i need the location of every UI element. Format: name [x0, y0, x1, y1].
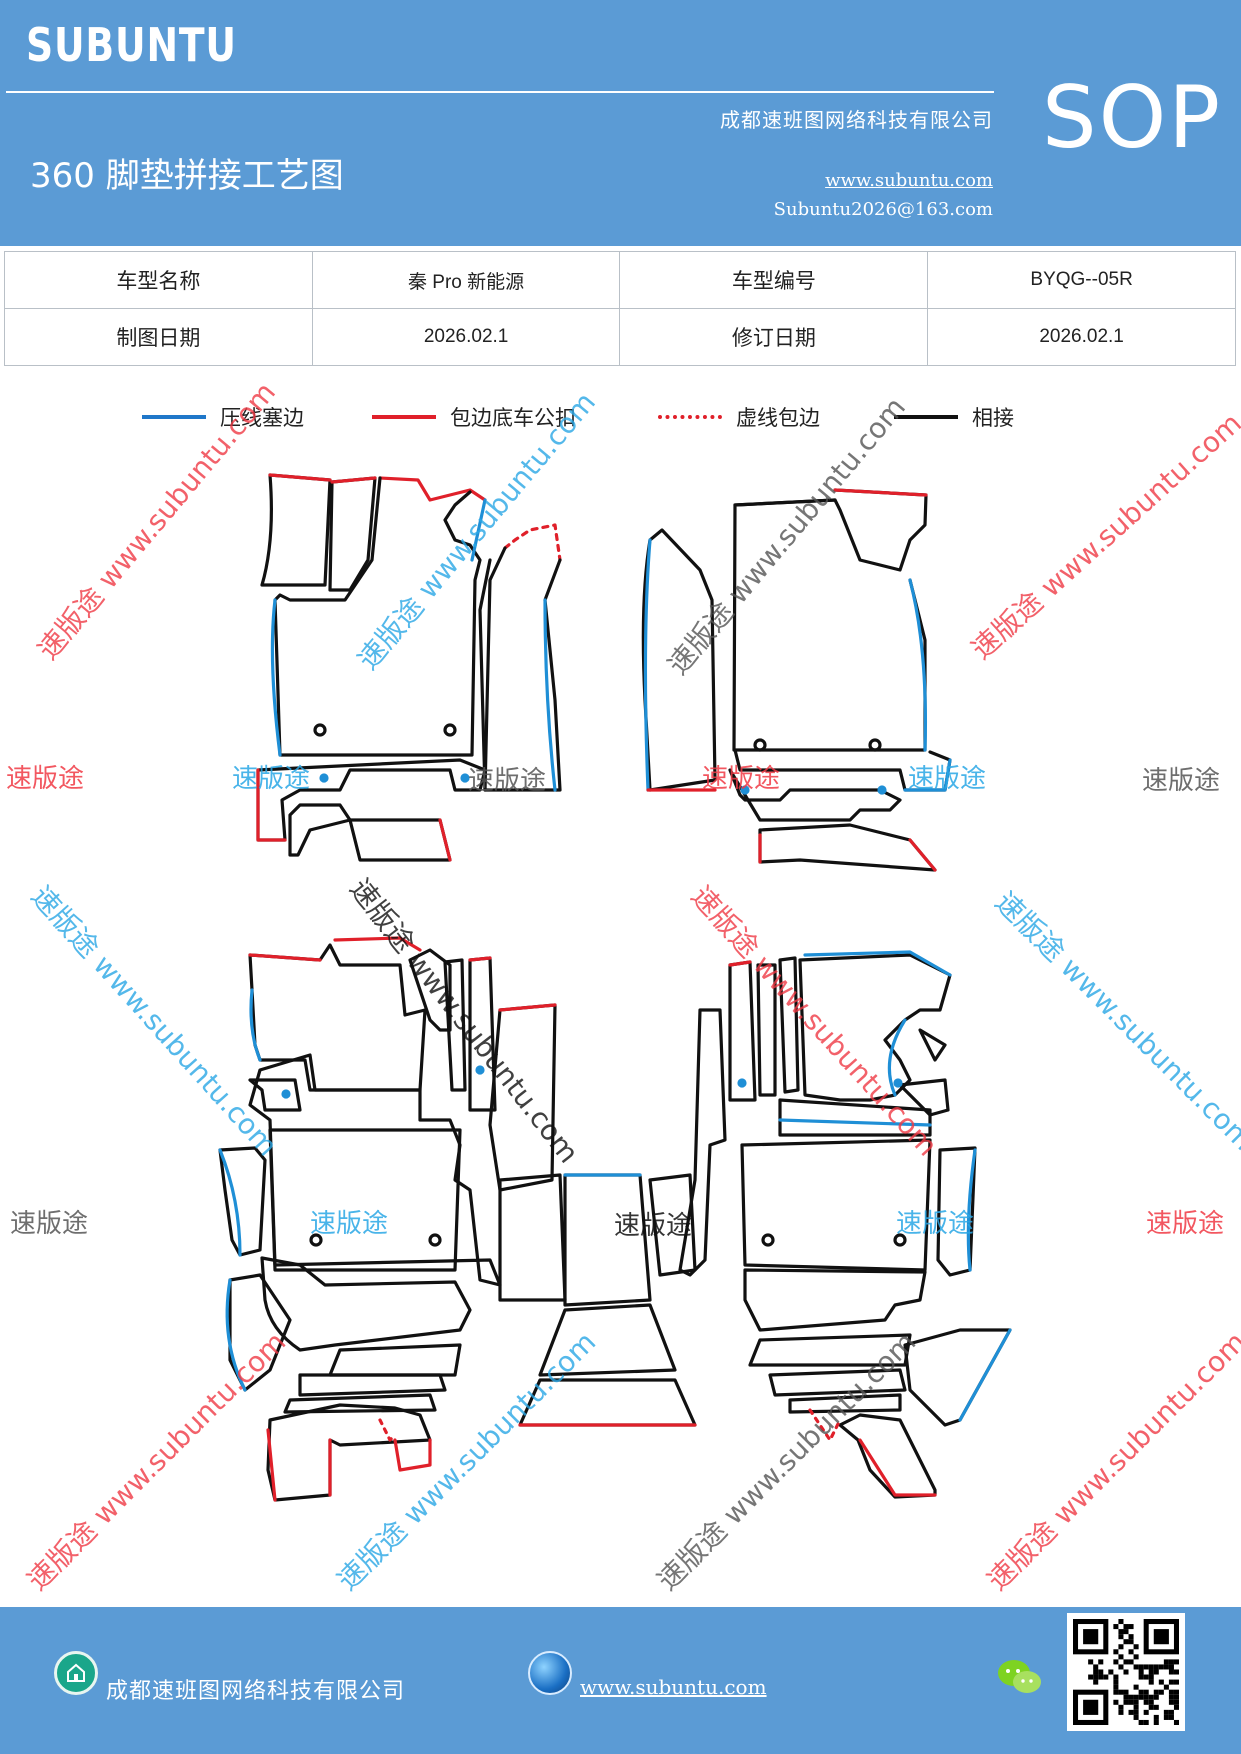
home-icon-glyph: [67, 1663, 85, 1682]
company-name: 成都速班图网络科技有限公司: [720, 108, 993, 132]
vehicle-info-table: 车型名称 秦 Pro 新能源 车型编号 BYQG--05R 制图日期 2026.…: [4, 251, 1236, 366]
legend-label: 相接: [972, 406, 1014, 430]
value-cell: 秦 Pro 新能源: [311, 251, 621, 309]
legend-swatch-blue: [142, 415, 206, 419]
globe-icon: [528, 1651, 572, 1695]
wechat-icon[interactable]: [996, 1657, 1044, 1697]
legend-swatch-red: [372, 415, 436, 419]
label-cell: 车型名称: [4, 251, 313, 309]
website-link[interactable]: www.subuntu.com: [825, 170, 993, 191]
rear-right-mat: [678, 950, 1012, 1499]
floor-mat-diagram: [218, 473, 1012, 1502]
footer-website-link[interactable]: www.subuntu.com: [580, 1675, 767, 1699]
watermark: 速版途: [1146, 1209, 1225, 1239]
table-row: 制图日期 2026.02.1 修订日期 2026.02.1: [4, 308, 1236, 366]
value-cell: 2026.02.1: [311, 308, 621, 366]
label-cell: 修订日期: [619, 308, 929, 366]
qr-code-pattern: [1073, 1619, 1179, 1725]
email-text: Subuntu2026@163.com: [773, 199, 993, 220]
legend-swatch-red-dotted: [658, 415, 722, 419]
home-icon: [54, 1651, 98, 1695]
watermark: 速版途: [310, 1209, 389, 1239]
watermark: 速版途: [1142, 766, 1221, 796]
driver-front-mat: [256, 473, 562, 862]
value-cell: 2026.02.1: [927, 308, 1236, 366]
legend-label: 包边底车公扣: [450, 406, 576, 430]
header-banner: SUBUNTU 成都速班图网络科技有限公司 360 脚垫拼接工艺图 www.su…: [0, 0, 1241, 246]
legend-joint: 相接: [894, 402, 1014, 432]
qr-code[interactable]: [1067, 1613, 1185, 1731]
watermark: 速版途: [6, 764, 85, 794]
value-cell: BYQG--05R: [927, 251, 1236, 309]
legend-swatch-black: [894, 415, 958, 419]
page-title: 360 脚垫拼接工艺图: [30, 156, 344, 196]
rear-left-mat: [218, 936, 557, 1502]
footer-company-name: 成都速班图网络科技有限公司: [106, 1679, 406, 1704]
watermark: 速版途: [702, 764, 781, 794]
brand-logo: SUBUNTU: [26, 18, 237, 72]
table-row: 车型名称 秦 Pro 新能源 车型编号 BYQG--05R: [4, 251, 1236, 309]
legend-press-line: 压线塞边: [142, 402, 304, 432]
label-cell: 车型编号: [619, 251, 929, 309]
watermark: 速版途: [232, 764, 311, 794]
legend-dotted-edge: 虚线包边: [658, 402, 820, 432]
label-cell: 制图日期: [4, 308, 313, 366]
watermark: 速版途: [908, 764, 987, 794]
legend-bottom-buckle: 包边底车公扣: [372, 402, 576, 432]
passenger-front-mat: [641, 488, 952, 872]
legend-label: 虚线包边: [736, 406, 820, 430]
watermark: 速版途: [468, 766, 547, 796]
watermark: 速版途: [614, 1211, 693, 1241]
sop-label: SOP: [1042, 68, 1223, 168]
legend-label: 压线塞边: [220, 406, 304, 430]
header-divider: [6, 91, 994, 93]
watermark: 速版途: [10, 1209, 89, 1239]
watermark: 速版途: [896, 1209, 975, 1239]
footer-banner: 成都速班图网络科技有限公司 www.subuntu.com: [0, 1607, 1241, 1754]
